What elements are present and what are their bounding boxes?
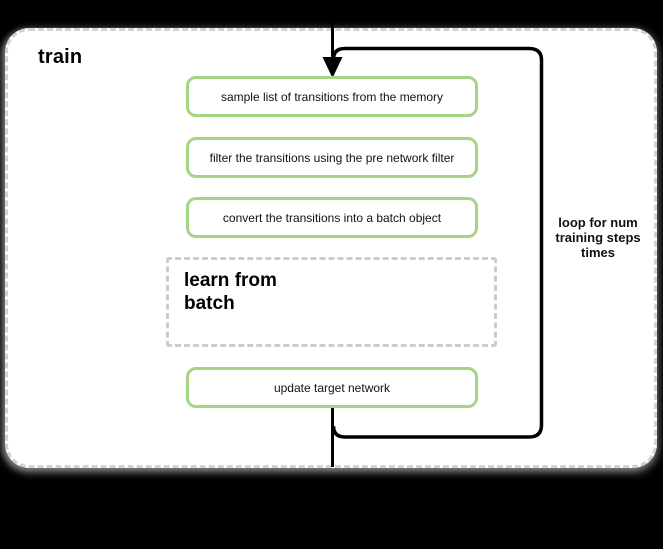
loop-count-label: loop for num training steps times bbox=[555, 215, 641, 260]
step-sample-transitions: sample list of transitions from the memo… bbox=[186, 76, 478, 117]
loop-rect-border bbox=[331, 46, 544, 439]
arrow-down-icon bbox=[322, 57, 343, 78]
learn-from-batch-box: learn from batch bbox=[166, 257, 497, 347]
step-update-target-network: update target network bbox=[186, 367, 478, 408]
step-convert-batch: convert the transitions into a batch obj… bbox=[186, 197, 478, 238]
step-filter-transitions: filter the transitions using the pre net… bbox=[186, 137, 478, 178]
learn-from-batch-label: learn from batch bbox=[184, 270, 277, 314]
train-title: train bbox=[38, 46, 83, 68]
